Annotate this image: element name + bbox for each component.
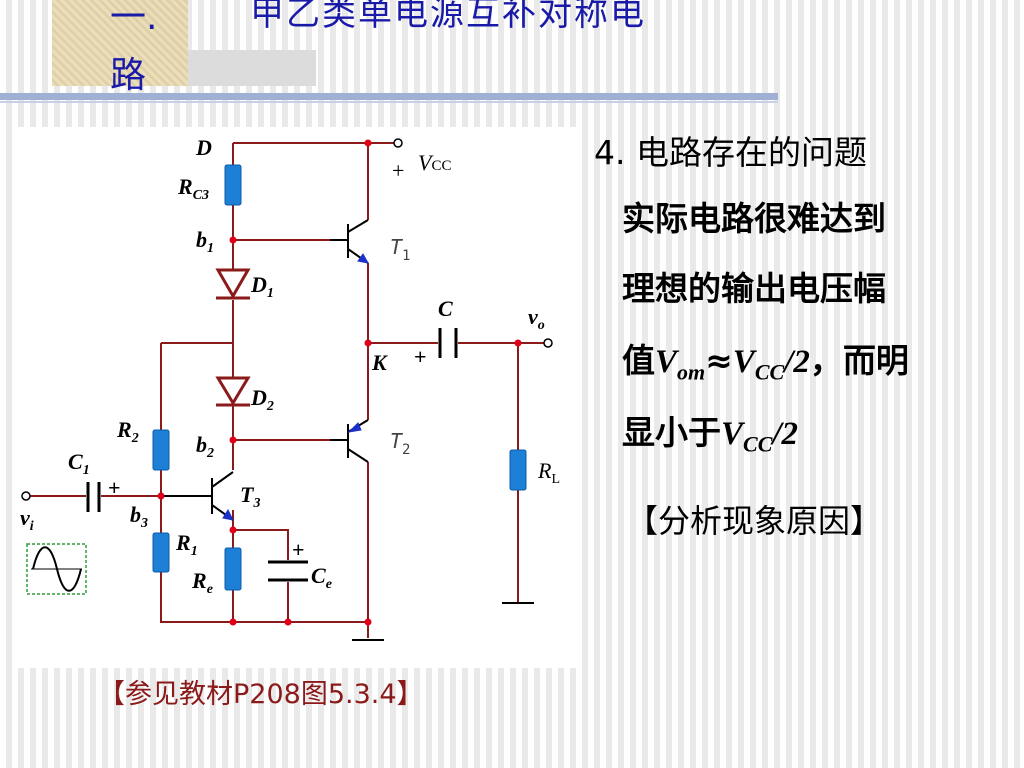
label-k: K bbox=[371, 350, 388, 375]
svg-text:T3: T3 bbox=[240, 482, 260, 511]
vo-terminal bbox=[543, 338, 553, 348]
wires bbox=[30, 142, 544, 638]
transistor-t2 bbox=[330, 419, 369, 463]
transistor-t3 bbox=[161, 471, 234, 521]
body-line-1: 实际电路很难达到 bbox=[622, 199, 886, 238]
svg-text:vi: vi bbox=[20, 505, 34, 534]
transistor-t1 bbox=[330, 219, 369, 264]
section-heading: 4. 电路存在的问题 bbox=[594, 133, 867, 172]
signal-source bbox=[26, 543, 87, 595]
title-shadow-bar bbox=[188, 50, 316, 86]
circuit-labels: D RC3 b1 D1 D2 R2 b2 C1 + vi b3 T3 R1 Re… bbox=[20, 135, 560, 597]
svg-text:RC3: RC3 bbox=[177, 174, 209, 203]
svg-text:R2: R2 bbox=[116, 417, 139, 446]
ground-symbols bbox=[352, 602, 534, 641]
resistor-r1 bbox=[152, 532, 170, 573]
svg-text:vo: vo bbox=[528, 304, 545, 333]
body-line-4: 显小于VCC/2 bbox=[622, 413, 799, 457]
svg-text:Ce: Ce bbox=[311, 563, 332, 592]
svg-text:R1: R1 bbox=[175, 530, 198, 559]
svg-text:D2: D2 bbox=[250, 385, 274, 414]
label-c: C bbox=[438, 296, 453, 321]
svg-text:D1: D1 bbox=[250, 272, 274, 301]
vcc-terminal bbox=[393, 138, 403, 148]
svg-text:+: + bbox=[414, 344, 427, 369]
resistor-re bbox=[224, 547, 242, 591]
circuit-panel bbox=[12, 127, 578, 668]
resistor-r2 bbox=[152, 429, 170, 471]
title-background bbox=[52, 0, 188, 86]
resistors bbox=[152, 164, 527, 591]
analysis-link[interactable]: 【分析现象原因】 bbox=[626, 502, 883, 540]
title-divider bbox=[0, 93, 778, 100]
svg-text:+: + bbox=[108, 475, 121, 500]
title-divider-thin bbox=[0, 101, 778, 103]
body-line-2: 理想的输出电压幅 bbox=[622, 269, 886, 308]
textbook-reference: 【参见教材P208图5.3.4】 bbox=[98, 679, 424, 710]
capacitors bbox=[86, 328, 458, 582]
svg-text:C1: C1 bbox=[68, 449, 90, 478]
title-line-2: 路 bbox=[110, 55, 147, 96]
body-line-3: 值Vom≈VCC/2，而明 bbox=[622, 341, 909, 385]
svg-text:RL: RL bbox=[537, 458, 560, 487]
svg-text:b2: b2 bbox=[196, 432, 214, 461]
svg-text:+: + bbox=[292, 537, 305, 562]
svg-text:b1: b1 bbox=[196, 227, 214, 256]
svg-text:T1: T1 bbox=[390, 235, 410, 264]
diode-d2 bbox=[215, 376, 251, 406]
label-d: D bbox=[195, 135, 212, 160]
diode-d1 bbox=[215, 268, 251, 300]
title-number: 一. bbox=[110, 0, 158, 38]
svg-text:+: + bbox=[392, 158, 404, 183]
svg-text:T2: T2 bbox=[390, 429, 410, 458]
diodes bbox=[215, 268, 251, 407]
terminals bbox=[21, 138, 553, 501]
resistor-rc3 bbox=[224, 164, 242, 206]
svg-text:VCC: VCC bbox=[418, 150, 451, 175]
svg-text:b3: b3 bbox=[130, 502, 148, 531]
junction-nodes bbox=[157, 139, 522, 626]
slide-title: 甲乙类单电源互补对称电 bbox=[250, 0, 646, 34]
resistor-rl bbox=[509, 449, 527, 491]
vi-terminal bbox=[21, 491, 31, 501]
svg-text:Re: Re bbox=[191, 568, 213, 597]
